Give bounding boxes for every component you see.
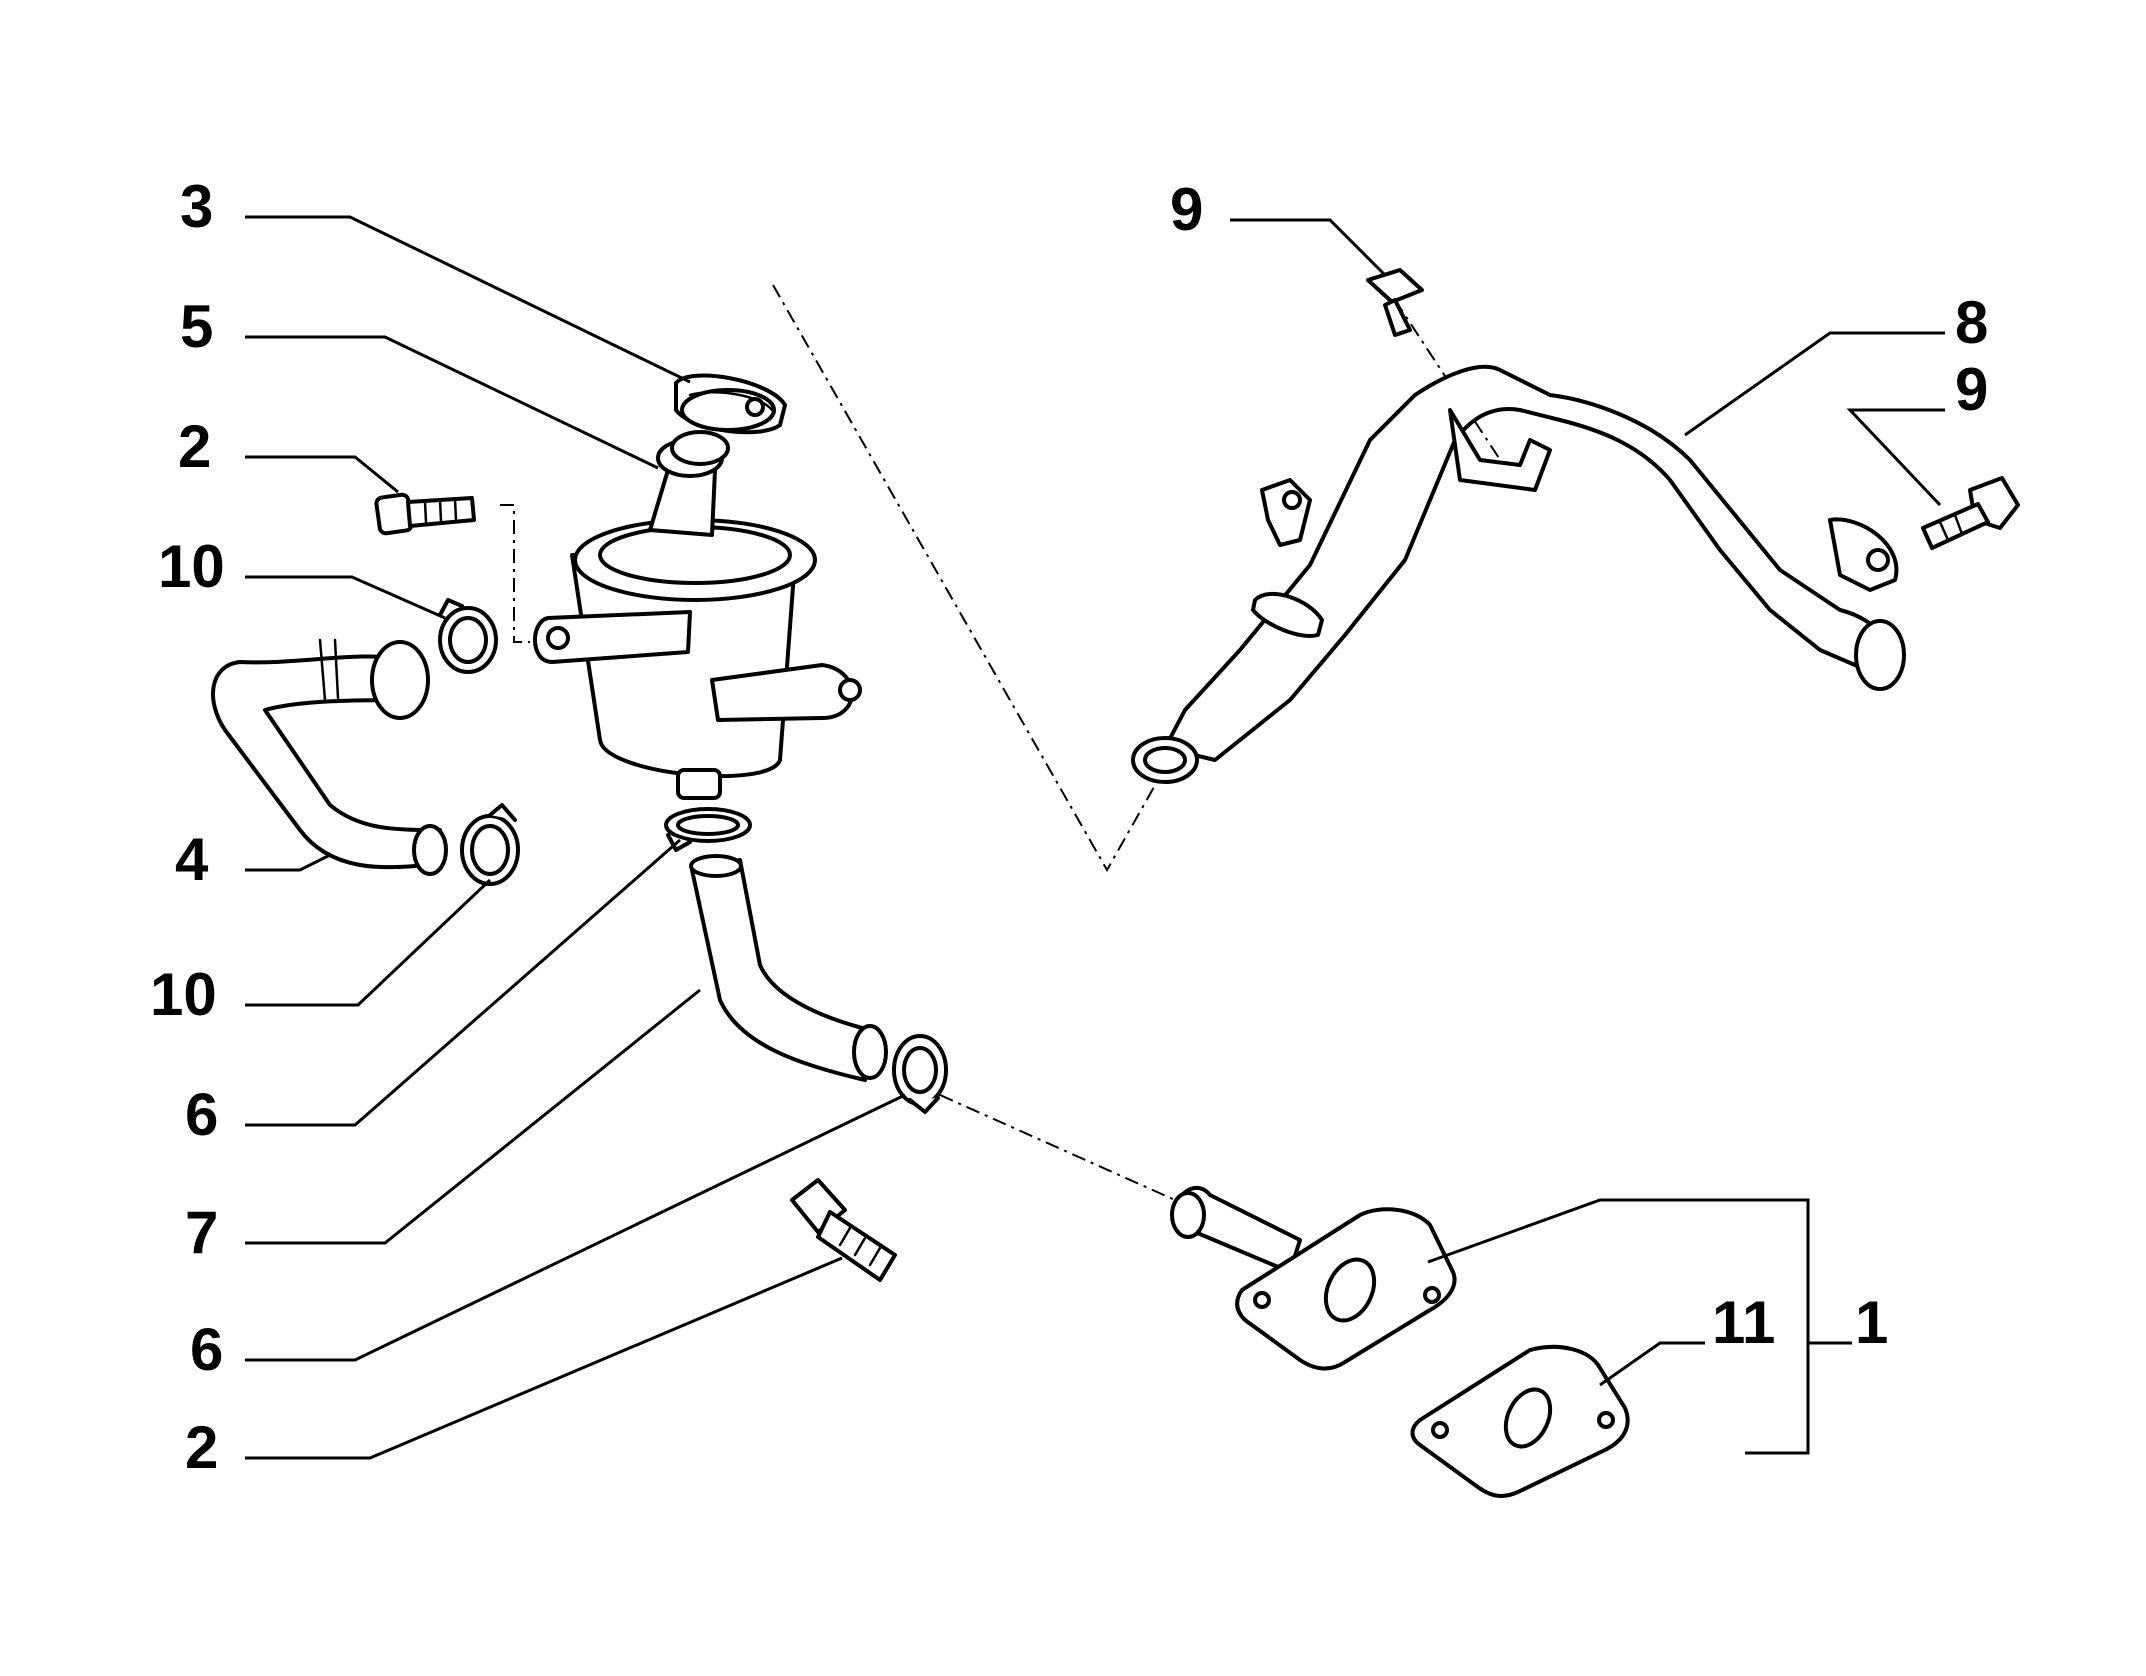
leader-10-top — [245, 575, 446, 620]
assembly-axis-lines — [500, 284, 1521, 1201]
callout-9-top: 9 — [1170, 176, 1203, 243]
hose-clamp-part-10-top — [438, 598, 498, 674]
callout-2-bottom: 2 — [185, 1414, 218, 1481]
leader-9-right — [1846, 408, 1945, 507]
callout-4: 4 — [175, 826, 209, 893]
leader-11 — [1599, 1341, 1705, 1387]
gasket-part-11 — [1410, 1344, 1630, 1498]
flanged-pipe-part-1 — [1170, 1185, 1457, 1371]
breather-pipe-part-8 — [1131, 364, 1906, 784]
callout-9-right: 9 — [1955, 356, 1988, 423]
leader-7 — [245, 988, 701, 1245]
oil-separator-part-5 — [533, 430, 862, 800]
bolt-part-9-right — [1921, 476, 2020, 550]
leader-8 — [1684, 331, 1945, 437]
bolt-part-9-top — [1366, 268, 1424, 337]
leader-6-bottom — [245, 1093, 906, 1362]
leader-lines — [245, 215, 1945, 1460]
callout-1: 1 — [1855, 1289, 1888, 1356]
callout-11: 11 — [1712, 1289, 1775, 1356]
hose-clamp-part-6-top — [664, 807, 752, 852]
leader-10-bottom — [245, 878, 492, 1007]
bent-hose-part-4 — [211, 638, 448, 876]
callout-10-bottom: 10 — [150, 961, 217, 1028]
hose-clamp-part-3 — [674, 373, 787, 435]
leader-9-top — [1230, 218, 1387, 277]
callout-10-top: 10 — [158, 533, 225, 600]
callout-3: 3 — [180, 173, 213, 240]
hose-clamp-part-6-bottom — [892, 1034, 948, 1114]
leader-2-top — [245, 455, 399, 494]
callout-7: 7 — [185, 1199, 218, 1266]
leader-2-bottom — [245, 1256, 843, 1460]
leader-3 — [245, 215, 691, 384]
callout-8: 8 — [1955, 289, 1988, 356]
callout-numbers: 3 5 2 10 4 10 6 7 6 2 9 8 9 11 1 — [150, 173, 1988, 1481]
hose-clamp-part-10-bottom — [460, 803, 520, 886]
leader-6-top — [245, 838, 681, 1127]
bolt-part-2-bottom — [790, 1178, 897, 1282]
leader-4 — [245, 853, 331, 872]
bolt-part-2-top — [374, 492, 476, 536]
leader-5 — [245, 335, 659, 470]
callout-6-bottom: 6 — [190, 1316, 223, 1383]
callout-6-top: 6 — [185, 1081, 218, 1148]
callout-2-top: 2 — [178, 413, 211, 480]
callout-5: 5 — [180, 293, 213, 360]
bent-hose-part-7 — [689, 854, 888, 1082]
leader-1-bracket — [1427, 1198, 1810, 1455]
